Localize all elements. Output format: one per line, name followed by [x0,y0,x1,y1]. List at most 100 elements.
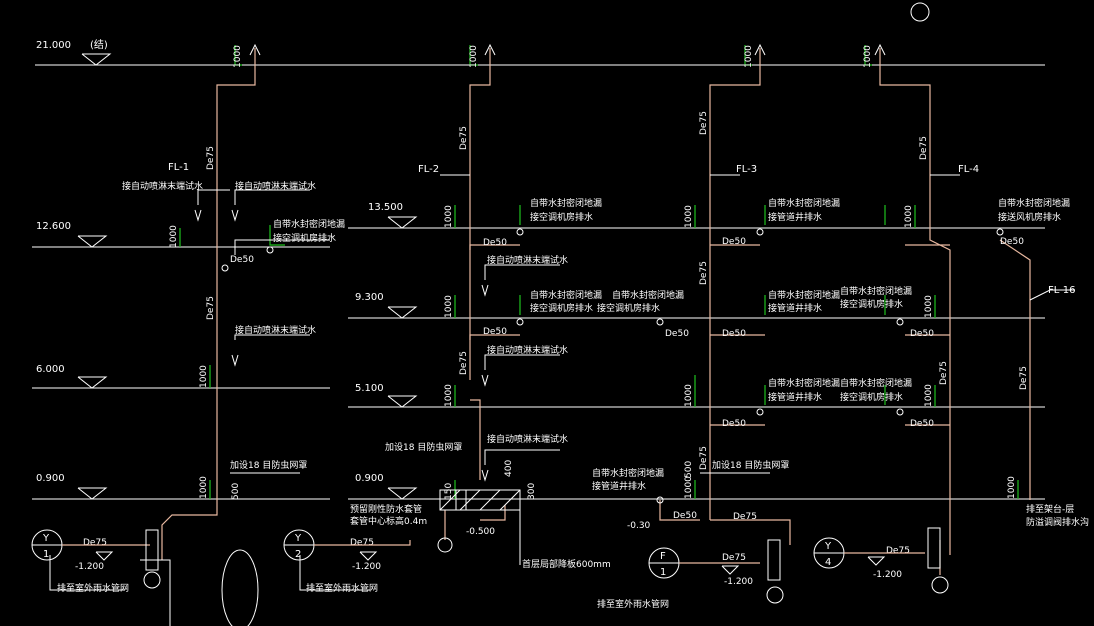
pipe-size-fl3-de50-9300-b: De50 [722,329,746,339]
dim-500-fl1: 500 [231,483,241,500]
pipe-size-labels: De75 De75 De75 De75 De75 De75 De75 De75 … [83,111,1029,563]
note-fl1-sprinkler-a: 接自动喷淋末端试水 [122,180,203,192]
dimension-numbers: 1000 1000 1000 1000 1000 1000 1000 1000 … [169,45,1017,500]
stack-fl4: FL-4 [958,164,979,175]
pipe-size-fl16: De75 [1019,366,1029,390]
pipe-size-fl4-de50-5100: De50 [910,419,934,429]
stack-fl3: FL-3 [736,164,757,175]
note-fl1-sprinkler-b: 接自动喷淋末端试水 [235,180,316,192]
note-outdoor-rain-f1: 排至室外雨水管网 [597,598,669,610]
dim-300-fl2: 300 [527,483,537,500]
pipe-size-fl4-de50-13500: De50 [1000,237,1024,247]
note-fl2-sprinkler-a: 接自动喷淋末端试水 [487,254,568,266]
floor-drain-symbols [221,228,1004,504]
dim-1000-fl4-top: 1000 [863,45,873,68]
dim-1000-fl2-5100: 1000 [444,384,454,407]
pipe-size-y4-de75: De75 [886,546,910,556]
sleeve-fittings [145,489,941,581]
dim-1000-fl4-9300: 1000 [924,295,934,318]
note-fl2-ac-room-9300-a: 接空调机房排水 [530,302,593,314]
note-fl2-sprinkler-c: 接自动喷淋末端试水 [487,433,568,445]
dimension-ticks [179,45,1019,499]
well-y4-letter: Y [824,541,832,552]
dim-150-fl2: 150 [444,483,454,500]
pipe-size-fl2-lower: De75 [459,351,469,375]
note-sleeve-2: 套管中心标高0.4m [350,515,427,527]
level-label-12600: 12.600 [36,221,71,232]
well-y1-letter: Y [42,533,50,544]
level-label-21000-suffix: (结) [90,38,108,51]
elev-y4: -1.200 [873,570,902,580]
note-balcony-1: 排至架台-层 [1026,503,1074,515]
well-f1-letter: F [660,551,666,562]
note-fl4-ac-room-9300: 接空调机房排水 [840,298,903,310]
pipe-size-fl4-upper: De75 [919,136,929,160]
dim-1000-fl3-top: 1000 [744,45,754,68]
pipe-size-y1-de75: De75 [83,538,107,548]
pipe-size-fl1-lower: De75 [206,296,216,320]
note-fl1-insect-screen: 加设18 目防虫网罩 [230,459,307,471]
well-y2-letter: Y [294,533,302,544]
floor-lines [32,64,1045,500]
note-fl2-insect-screen: 加设18 目防虫网罩 [385,441,462,453]
note-outdoor-rain-y1: 排至室外雨水管网 [57,582,129,594]
dim-500-fl3: 500 [684,461,694,478]
elev-y2: -1.200 [352,562,381,572]
pipe-size-f1-de75: De75 [722,553,746,563]
stack-labels: FL-1 FL-2 FL-3 FL-4 FL-16 [168,162,1075,296]
pipe-size-fl3-de75-ground: De75 [733,512,757,522]
note-fl1-ac-room: 接空调机房排水 [273,232,336,244]
level-label-21000: 21.000 [36,40,71,51]
pipe-size-fl3-de50-ground: De50 [673,511,697,521]
level-label-13500: 13.500 [368,202,403,213]
note-fl3-pipe-well-13500: 接管道井排水 [768,211,822,223]
level-label-6000: 6.000 [36,364,65,375]
well-y2: Y 2 [283,529,315,561]
dim-1000-fl4-5100: 1000 [924,384,934,407]
pipe-size-fl3-de50-13500: De50 [722,237,746,247]
note-fl3-pipe-well-ground: 接管道井排水 [592,480,646,492]
well-f1-num: 1 [660,567,666,578]
note-fl3-pipe-well-5100: 接管道井排水 [768,391,822,403]
vent-caps [249,43,886,56]
background-shapes [140,2,930,626]
stack-fl2: FL-2 [418,164,439,175]
note-outdoor-rain-y2: 排至室外雨水管网 [306,582,378,594]
pipe-size-fl2-de50-9300: De50 [483,327,507,337]
pipe-size-y2-de75: De75 [350,538,374,548]
pipe-size-fl3-upper: De75 [699,111,709,135]
level-label-0900-left: 0.900 [36,473,65,484]
ground-connections [62,540,925,564]
note-fl3-pipe-well-9300: 接管道井排水 [768,302,822,314]
note-fl2-ac-room-9300-b: 接空调机房排水 [597,302,660,314]
pipe-size-fl3-de50-9300-a: De50 [665,329,689,339]
level-label-5100: 5.100 [355,383,384,394]
note-first-floor-drop: 首层局部降板600mm [522,558,611,570]
note-fl2-sprinkler-b: 接自动喷淋末端试水 [487,344,568,356]
dim-1000-fl3-0900: 1000 [684,476,694,499]
note-fl3-floor-drain-13500: 自带水封密闭地漏 [768,197,840,209]
note-fl3-floor-drain-5100: 自带水封密闭地漏 [768,377,840,389]
note-fl4-floor-drain-9300: 自带水封密闭地漏 [840,285,912,297]
pipe-size-fl4-de50-9300: De50 [910,329,934,339]
note-fl2-floor-drain-13500: 自带水封密闭地漏 [530,197,602,209]
well-y1-num: 1 [43,549,49,560]
dim-1000-fl1-6000: 1000 [199,365,209,388]
note-fl3-floor-drain-ground: 自带水封密闭地漏 [592,467,664,479]
pipe-size-fl3-lower: De75 [699,446,709,470]
level-label-0900-right: 0.900 [355,473,384,484]
note-fl4-fan-room: 接送风机房排水 [998,211,1061,223]
dim-1000-fl2-13500: 1000 [444,205,454,228]
note-fl3-insect-screen: 加设18 目防虫网罩 [712,459,789,471]
test-drain-cups [194,209,489,482]
note-fl1-floor-drain: 自带水封密闭地漏 [273,218,345,230]
dim-1000-fl1-12600: 1000 [169,225,179,248]
note-leaders [49,174,1075,591]
well-f1: F 1 [648,547,680,579]
elev-y1: -1.200 [75,562,104,572]
note-fl2-floor-drain-9300-a: 自带水封密闭地漏 [530,289,602,301]
well-y1: Y 1 [31,529,63,561]
dim-1000-fl4-13500: 1000 [904,205,914,228]
level-label-9300: 9.300 [355,292,384,303]
dim-1000-fl16-0900: 1000 [1007,476,1017,499]
